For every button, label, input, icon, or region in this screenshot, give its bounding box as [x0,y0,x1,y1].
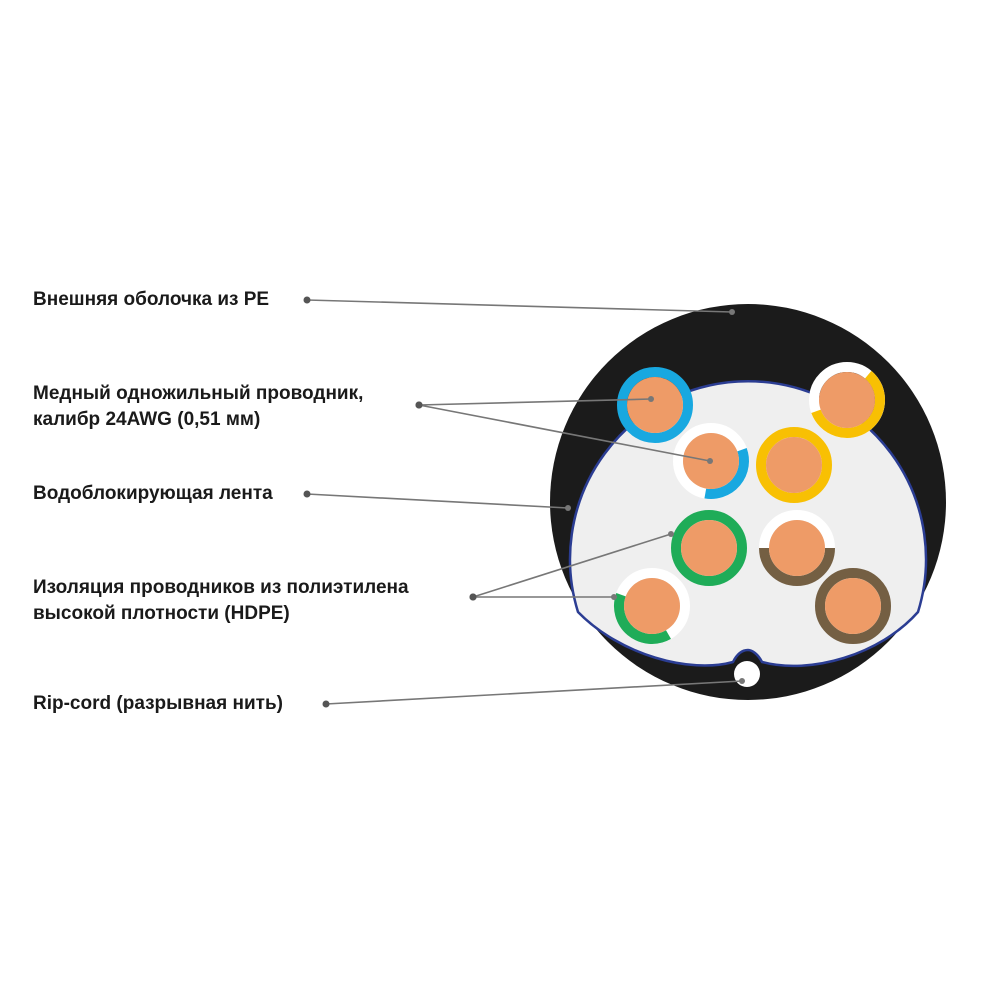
label-outer-sheath-text: Внешняя оболочка из PE [33,289,270,310]
leader-conductor-b-dot [415,401,423,409]
leader-outer-sheath-dot [303,296,311,304]
leader-conductor-b-end-dot [707,458,713,464]
cable-cross-section [550,304,946,700]
label-water-block-tape: Водоблокирующая лента [33,481,273,507]
wire-green-white-stripe [614,592,671,644]
wire-brown-solid-insulation [815,568,891,644]
wire-brown-white-stripe [759,547,835,586]
label-copper-conductor-line2: калибр 24AWG (0,51 мм) [33,409,261,430]
leader-rip-cord-end-dot [739,678,745,684]
leader-lines [303,296,745,708]
leader-insulation-a-end-dot [668,531,674,537]
leader-rip-cord [325,680,743,705]
leader-conductor-a [418,398,652,406]
label-outer-sheath: Внешняя оболочка из PE [33,287,269,313]
wire-orange-solid-insulation [756,427,832,503]
wire-orange-white-stripe [811,370,885,438]
label-copper-conductor: Медный одножильный проводник, калибр 24A… [33,381,363,433]
leader-conductor-a-end-dot [648,396,654,402]
leader-insulation-b-end-dot [611,594,617,600]
wire-orange-white-copper [819,372,875,428]
leader-water-tape-end-dot [565,505,571,511]
rip-cord [734,661,760,687]
wire-blue-solid-copper [627,377,683,433]
label-rip-cord: Rip-cord (разрывная нить) [33,691,283,717]
wire-orange-solid-copper [766,437,822,493]
label-copper-conductor-line1: Медный одножильный проводник, [33,383,364,404]
leader-water-tape [306,493,569,509]
wire-brown-solid-copper [825,578,881,634]
label-hdpe-insulation-line1: Изоляция проводников из полиэтилена [33,577,409,598]
leader-insulation-b-dot [469,593,477,601]
wire-blue-solid-insulation [617,367,693,443]
label-water-block-tape-text: Водоблокирующая лента [33,483,273,504]
leader-outer-sheath-end-dot [729,309,735,315]
wire-brown-white-copper [769,520,825,576]
leader-conductor-b [418,404,711,462]
leader-water-tape-dot [303,490,311,498]
label-hdpe-insulation: Изоляция проводников из полиэтилена высо… [33,575,409,627]
label-rip-cord-text: Rip-cord (разрывная нить) [33,693,283,714]
wire-blue-white-stripe [704,447,749,499]
wire-green-solid-copper [681,520,737,576]
wire-green-solid-insulation [671,510,747,586]
label-hdpe-insulation-line2: высокой плотности (HDPE) [33,603,290,624]
leader-insulation-a [472,533,672,598]
wire-green-white-copper [624,578,680,634]
leader-rip-cord-dot [322,700,330,708]
leader-outer-sheath [306,299,733,313]
